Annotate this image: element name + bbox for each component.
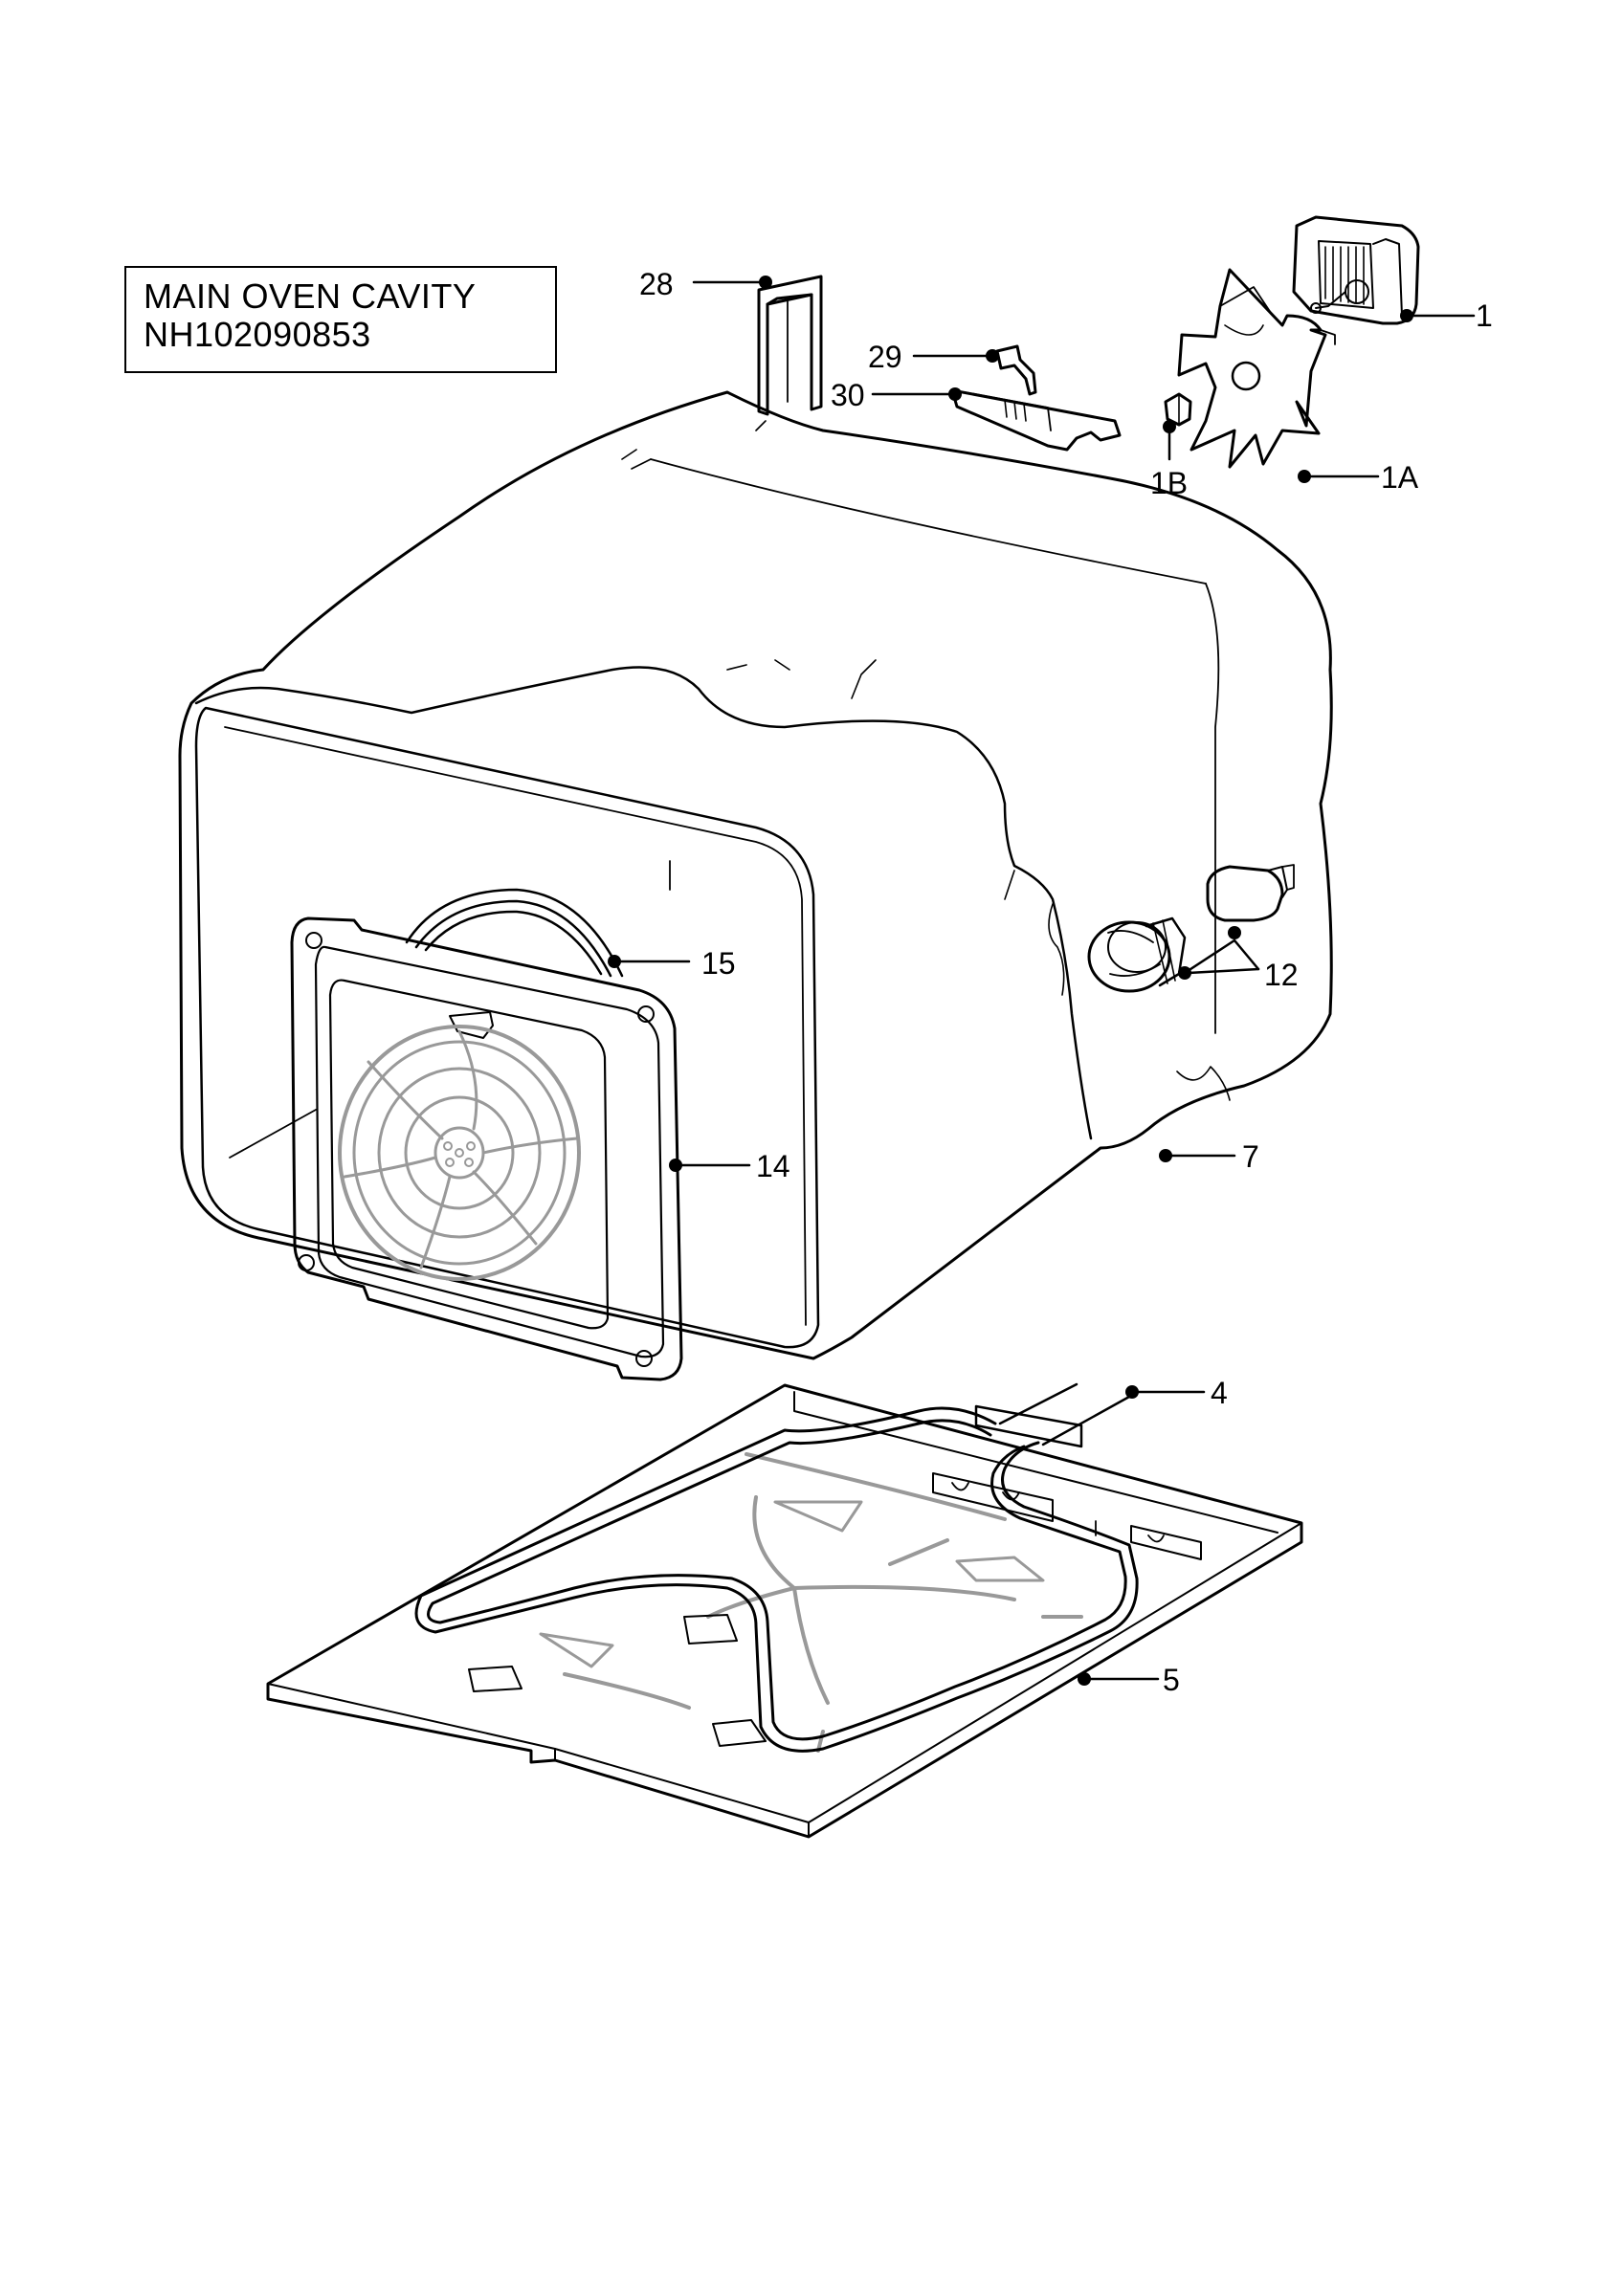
dot-14 bbox=[669, 1159, 682, 1172]
dot-12b bbox=[1228, 926, 1241, 939]
oven-lamp-part-12 bbox=[1087, 864, 1295, 993]
callout-leaders bbox=[612, 280, 1476, 1681]
dot-5 bbox=[1078, 1672, 1091, 1686]
dot-29 bbox=[986, 349, 999, 363]
dot-1A bbox=[1298, 470, 1311, 483]
dot-7 bbox=[1159, 1149, 1172, 1162]
grill-element-part-4 bbox=[414, 1382, 1139, 1753]
oven-cavity-part-7 bbox=[178, 390, 1333, 1360]
fan-motor-part-1 bbox=[1292, 215, 1420, 325]
fan-blade-part-1A bbox=[1177, 268, 1336, 469]
callout-1: 1 bbox=[1476, 298, 1493, 333]
callout-7: 7 bbox=[1242, 1139, 1259, 1174]
top-duct-part-28 bbox=[757, 275, 823, 416]
callout-1A: 1A bbox=[1381, 460, 1419, 495]
dot-1B bbox=[1163, 420, 1176, 433]
callout-5: 5 bbox=[1163, 1663, 1180, 1697]
callout-29: 29 bbox=[868, 340, 902, 374]
dot-30 bbox=[948, 387, 962, 401]
dot-28 bbox=[759, 276, 772, 289]
bracket-part-29 bbox=[995, 344, 1037, 396]
callout-dots bbox=[608, 276, 1413, 1686]
diagram-title: MAIN OVEN CAVITY bbox=[144, 276, 477, 316]
bracket-part-30 bbox=[950, 388, 1122, 452]
callout-14: 14 bbox=[756, 1149, 790, 1183]
fan-element-part-15 bbox=[405, 888, 624, 978]
callout-1B: 1B bbox=[1150, 466, 1188, 500]
callout-30: 30 bbox=[831, 378, 865, 412]
leader-12 bbox=[1183, 938, 1260, 975]
diagram-code: NH102090853 bbox=[144, 315, 371, 354]
callout-12: 12 bbox=[1264, 958, 1299, 992]
dot-15 bbox=[608, 955, 621, 968]
dot-12a bbox=[1178, 966, 1191, 980]
callout-labels: 28 29 30 1 1A 1B 15 12 14 7 4 5 bbox=[639, 267, 1493, 1697]
leader-12b bbox=[1187, 967, 1260, 975]
dot-4 bbox=[1125, 1385, 1139, 1399]
callout-28: 28 bbox=[639, 267, 674, 301]
fan-cover-part-14 bbox=[290, 916, 683, 1381]
fan-nut-part-1B bbox=[1164, 392, 1192, 427]
callout-4: 4 bbox=[1211, 1376, 1228, 1410]
dot-1 bbox=[1400, 309, 1413, 322]
base-plate-part-5 bbox=[266, 1383, 1303, 1839]
callout-15: 15 bbox=[701, 946, 736, 981]
title-box: MAIN OVEN CAVITY NH102090853 bbox=[124, 266, 557, 373]
